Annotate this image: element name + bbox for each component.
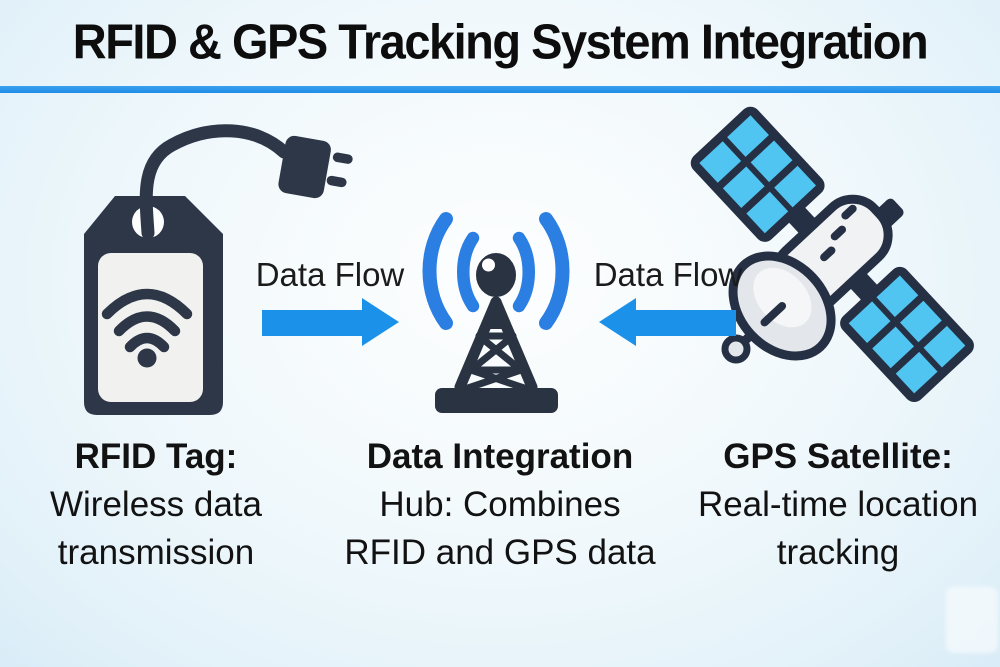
caption-data-integration-hub: Data Integration Hub: Combines RFID and …: [330, 433, 670, 577]
caption-rfid-line2: transmission: [57, 533, 255, 572]
gps-satellite-icon: [660, 92, 1000, 412]
caption-gps-line2: tracking: [776, 533, 900, 572]
rfid-tag-icon: [60, 100, 360, 430]
title-divider: [0, 86, 1000, 93]
caption-rfid-line1: Wireless data: [49, 485, 263, 524]
caption-gps-heading: GPS Satellite:: [723, 437, 953, 476]
caption-rfid-tag: RFID Tag: Wireless data transmission: [6, 433, 306, 577]
data-flow-label-left: Data Flow: [255, 256, 405, 293]
arrow-left-icon: [595, 296, 740, 348]
caption-gps-satellite: GPS Satellite: Real-time location tracki…: [663, 433, 1000, 577]
caption-hub-line1: Hub: Combines: [379, 485, 621, 524]
radio-tower-icon: [415, 205, 585, 420]
data-flow-label-right: Data Flow: [593, 256, 743, 293]
caption-rfid-heading: RFID Tag:: [74, 437, 238, 476]
background-highlight: [946, 587, 998, 653]
arrow-right-icon: [258, 296, 403, 348]
caption-gps-line1: Real-time location: [697, 485, 979, 524]
page-title: RFID & GPS Tracking System Integration: [72, 13, 929, 70]
caption-hub-heading: Data Integration: [366, 437, 634, 476]
caption-hub-line2: RFID and GPS data: [344, 533, 656, 572]
